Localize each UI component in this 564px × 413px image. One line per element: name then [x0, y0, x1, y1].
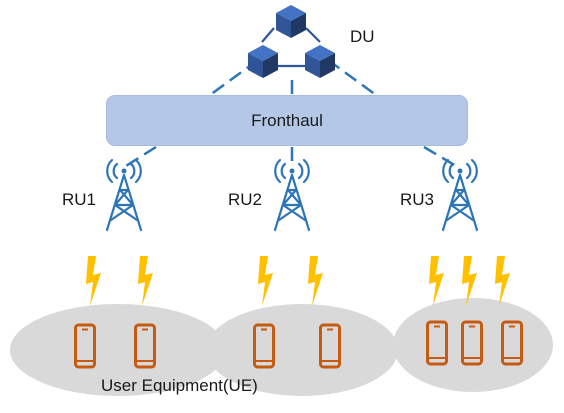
lightning-icon [495, 256, 510, 306]
smartphone-icon [461, 320, 483, 366]
cell-area-ru3 [393, 298, 553, 392]
user-equipment-devices [74, 320, 523, 369]
cell-area-ru1 [10, 304, 226, 396]
lightning-icon [138, 256, 153, 306]
ru3-label: RU3 [400, 190, 435, 209]
ue-label: User Equipment(UE) [101, 376, 258, 395]
smartphone-icon [253, 323, 275, 369]
cube-left [248, 45, 278, 78]
ru1-tower-icon [105, 158, 143, 232]
smartphone-icon [501, 320, 523, 366]
smartphone-icon [74, 323, 96, 369]
lightning-icon [308, 256, 323, 306]
ru2-label: RU2 [228, 190, 263, 209]
wireless-links [86, 256, 510, 306]
ru1-label: RU1 [62, 190, 97, 209]
smartphone-icon [134, 323, 156, 369]
cube-top [276, 5, 306, 38]
ru3-tower-icon [441, 158, 479, 232]
ru-links [125, 145, 457, 168]
cube-right [305, 45, 335, 78]
fronthaul-bar: Fronthaul [106, 95, 468, 146]
lightning-icon [429, 256, 444, 306]
smartphone-icon [319, 323, 341, 369]
towers [105, 158, 479, 232]
lightning-icon [258, 256, 273, 306]
smartphone-icon [426, 320, 448, 366]
lightning-icon [462, 256, 477, 306]
du-label: DU [350, 27, 375, 46]
lightning-icon [86, 256, 101, 306]
ru2-tower-icon [273, 158, 311, 232]
fronthaul-label: Fronthaul [251, 110, 323, 130]
du-cube-cluster-icon [248, 5, 335, 78]
